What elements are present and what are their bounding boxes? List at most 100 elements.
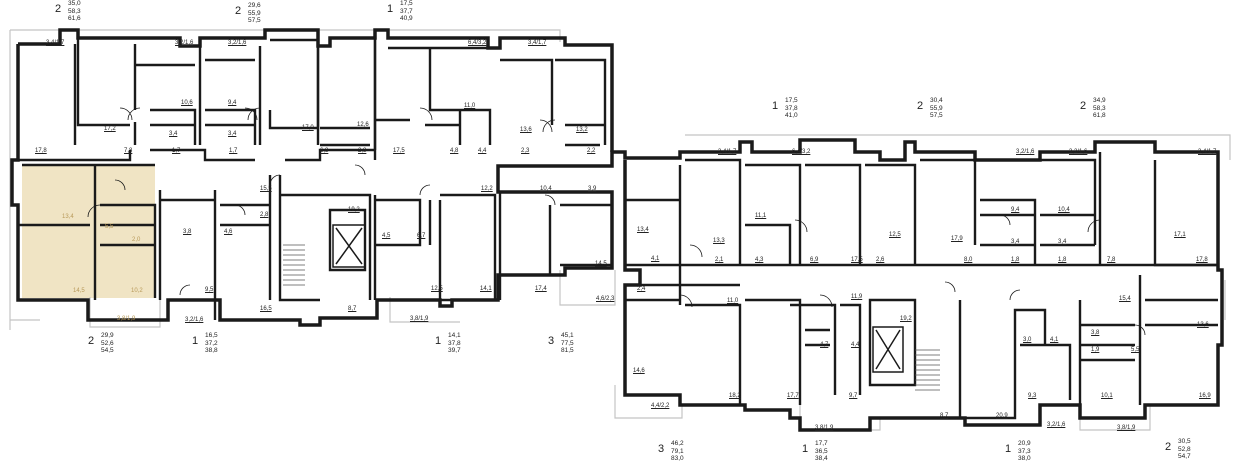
room-area: 1,8 — [1058, 257, 1067, 263]
total-area: 37,2 — [205, 339, 218, 347]
total-area-with-balcony: 39,7 — [448, 347, 461, 354]
total-area-with-balcony: 83,0 — [671, 455, 684, 462]
living-area: 45,1 — [561, 332, 574, 339]
living-area: 16,5 — [205, 332, 218, 339]
room-area: 9,3 — [1028, 393, 1037, 399]
room-area: 4,1 — [1050, 337, 1059, 343]
room-area: 17,5 — [851, 257, 863, 263]
total-area-with-balcony: 54,5 — [101, 347, 114, 354]
room-area: 3,4 — [1011, 239, 1020, 245]
room-area: 17,1 — [1174, 232, 1186, 238]
room-area: 2,6 — [876, 257, 885, 263]
room-area: 3,9 — [588, 186, 597, 192]
room-area: 12,6 — [357, 122, 369, 128]
room-area: 3,2/1,6 — [1016, 149, 1035, 155]
room-area: 13,6 — [520, 127, 532, 133]
room-area: 11,0 — [727, 298, 739, 304]
room-count: 2 — [1165, 441, 1172, 453]
total-area-with-balcony: 54,7 — [1178, 453, 1191, 460]
room-area: 13,2 — [576, 127, 588, 133]
room-area: 17,9 — [951, 236, 963, 242]
living-area: 29,6 — [248, 2, 261, 9]
room-count: 2 — [235, 5, 242, 17]
total-area-with-balcony: 41,0 — [785, 112, 798, 119]
total-area: 37,8 — [785, 104, 798, 112]
living-area: 30,4 — [930, 97, 943, 104]
room-area: 4,5 — [382, 233, 391, 239]
room-area: 6,9 — [810, 257, 819, 263]
room-area: 6,4/3,2 — [468, 40, 487, 46]
room-area: 3,2/1,6 — [1069, 149, 1088, 155]
room-area: 2,1 — [715, 257, 724, 263]
room-area: 8,0 — [964, 257, 973, 263]
room-area: 4,4/2,2 — [651, 403, 670, 409]
room-area: 18,2 — [729, 393, 741, 399]
room-area: 10,6 — [181, 100, 193, 106]
room-count: 1 — [387, 3, 394, 15]
room-count: 2 — [917, 100, 924, 112]
room-count: 1 — [1005, 443, 1012, 455]
room-area: 20,9 — [996, 413, 1008, 419]
room-area: 12,2 — [481, 186, 493, 192]
room-area: 1,9 — [1091, 347, 1100, 353]
room-area: 3,4/1,7 — [1198, 149, 1217, 155]
living-area: 20,9 — [1018, 440, 1031, 447]
total-area: 58,3 — [1093, 104, 1106, 112]
room-area: 2,3 — [521, 148, 530, 154]
room-area: 13,3 — [713, 238, 725, 244]
room-area: 9,4 — [228, 100, 237, 106]
room-area: 8,7 — [940, 413, 949, 419]
living-area: 17,5 — [400, 0, 413, 7]
highlighted-apartment[interactable] — [22, 165, 155, 298]
room-count: 2 — [88, 335, 95, 347]
room-area: 2,4 — [637, 286, 646, 292]
room-area: 3,8/1,9 — [1117, 425, 1136, 431]
total-area-with-balcony: 81,5 — [561, 347, 574, 354]
total-area: 79,1 — [671, 447, 684, 455]
living-area: 29,9 — [101, 332, 114, 339]
room-area: 6,7 — [417, 233, 426, 239]
living-area: 46,2 — [671, 440, 684, 447]
room-area: 17,4 — [535, 286, 547, 292]
room-count: 1 — [772, 100, 779, 112]
total-area-with-balcony: 57,5 — [930, 112, 943, 119]
room-area: 2,0 — [132, 237, 141, 243]
room-area: 3,2/1,6 — [1047, 422, 1066, 428]
room-area: 7,8 — [124, 148, 133, 154]
room-area: 15,5 — [260, 186, 272, 192]
elevator-shafts — [332, 224, 904, 373]
room-area: 1,7 — [172, 148, 181, 154]
room-area: 4,6 — [224, 229, 233, 235]
room-area: 1,8 — [1011, 257, 1020, 263]
total-area-with-balcony: 57,5 — [248, 17, 261, 24]
total-area-with-balcony: 40,9 — [400, 15, 413, 22]
room-area: 3,0 — [1023, 337, 1032, 343]
room-area: 13,6 — [1197, 322, 1209, 328]
total-area-with-balcony: 61,8 — [1093, 112, 1106, 119]
room-area: 3,8/1,9 — [815, 425, 834, 431]
room-area: 6,8 — [320, 148, 329, 154]
living-area: 30,5 — [1178, 438, 1191, 445]
living-area: 17,7 — [815, 440, 828, 447]
room-area: 17,5 — [393, 148, 405, 154]
total-area-with-balcony: 38,8 — [205, 347, 218, 354]
total-area-with-balcony: 38,4 — [815, 455, 828, 462]
room-area: 4,4 — [851, 342, 860, 348]
room-area: 3,2/1,6 — [185, 317, 204, 323]
room-area: 11,9 — [851, 294, 863, 300]
room-count: 2 — [1080, 100, 1087, 112]
